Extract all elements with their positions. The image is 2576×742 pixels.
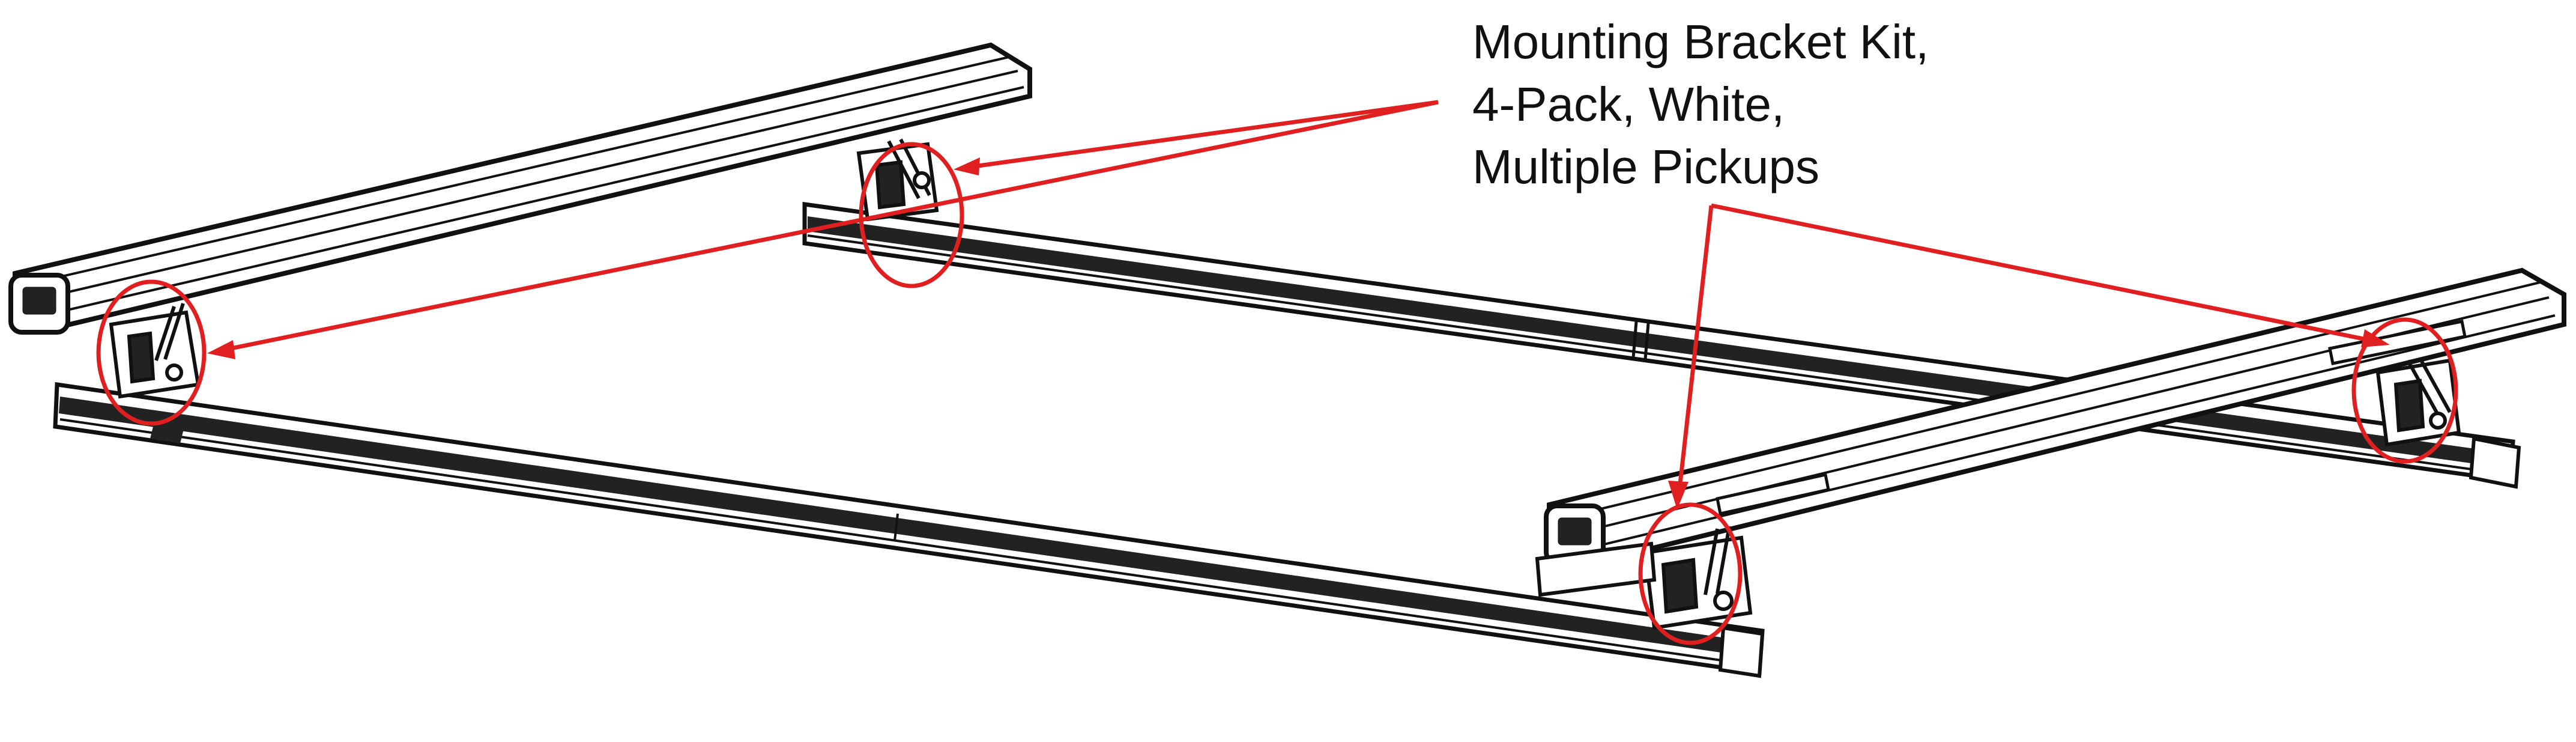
caption-line-2: 4-Pack, White, [1472,78,1785,131]
callout-circles [96,142,2458,645]
bracket-rear-left [109,303,201,399]
part-caption: Mounting Bracket Kit, 4-Pack, White, Mul… [1472,11,1929,198]
callout-circle-rear-left [96,279,207,426]
caption-line-1: Mounting Bracket Kit, [1472,15,1929,68]
bracket-front-left [1535,526,1753,630]
callout-circle-front-right [2351,317,2458,464]
crossbar-rear [8,42,1032,335]
callout-circle-front-left [1638,502,1743,645]
side-rail-front [53,382,1765,678]
callout-circle-rear-right [859,142,964,288]
callout-leaders [207,100,2390,509]
bracket-front-right [2375,357,2461,447]
caption-line-3: Multiple Pickups [1472,140,1820,193]
